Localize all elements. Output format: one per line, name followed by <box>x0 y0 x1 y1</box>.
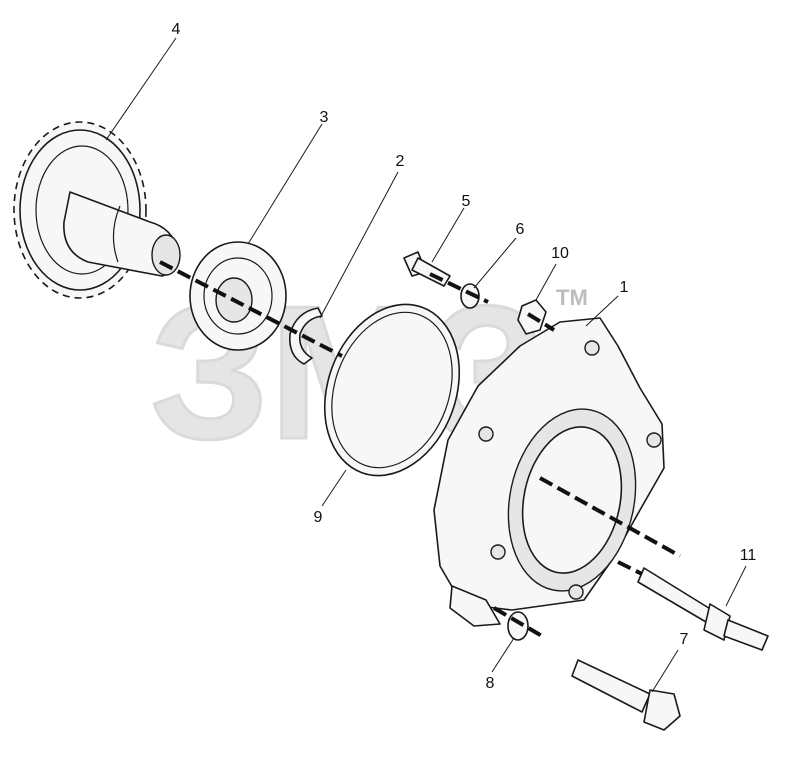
part-8-washer <box>507 611 529 641</box>
callout-5: 5 <box>462 193 471 210</box>
part-1-housing <box>433 317 665 627</box>
watermark-trademark: TM <box>556 285 588 310</box>
callout-10: 10 <box>551 245 569 262</box>
part-4-gear-shaft <box>13 121 181 299</box>
leader-lines <box>105 37 747 693</box>
assembly-axes <box>159 260 681 638</box>
callout-4: 4 <box>172 21 181 38</box>
part-3-bearing <box>189 241 287 351</box>
callout-11: 11 <box>740 547 757 564</box>
callout-1: 1 <box>620 279 629 296</box>
part-11-stud <box>637 567 769 651</box>
callout-9: 9 <box>314 509 323 526</box>
part-2-retaining-ring <box>288 307 323 365</box>
callout-7: 7 <box>680 631 689 648</box>
callout-3: 3 <box>320 109 329 126</box>
part-7-bolt <box>571 659 681 731</box>
callout-8: 8 <box>486 675 495 692</box>
callout-numbers: 4 3 2 5 6 10 1 9 11 7 8 <box>172 21 757 692</box>
part-9-o-ring <box>323 303 461 477</box>
callout-2: 2 <box>396 153 405 170</box>
callout-6: 6 <box>516 221 525 238</box>
